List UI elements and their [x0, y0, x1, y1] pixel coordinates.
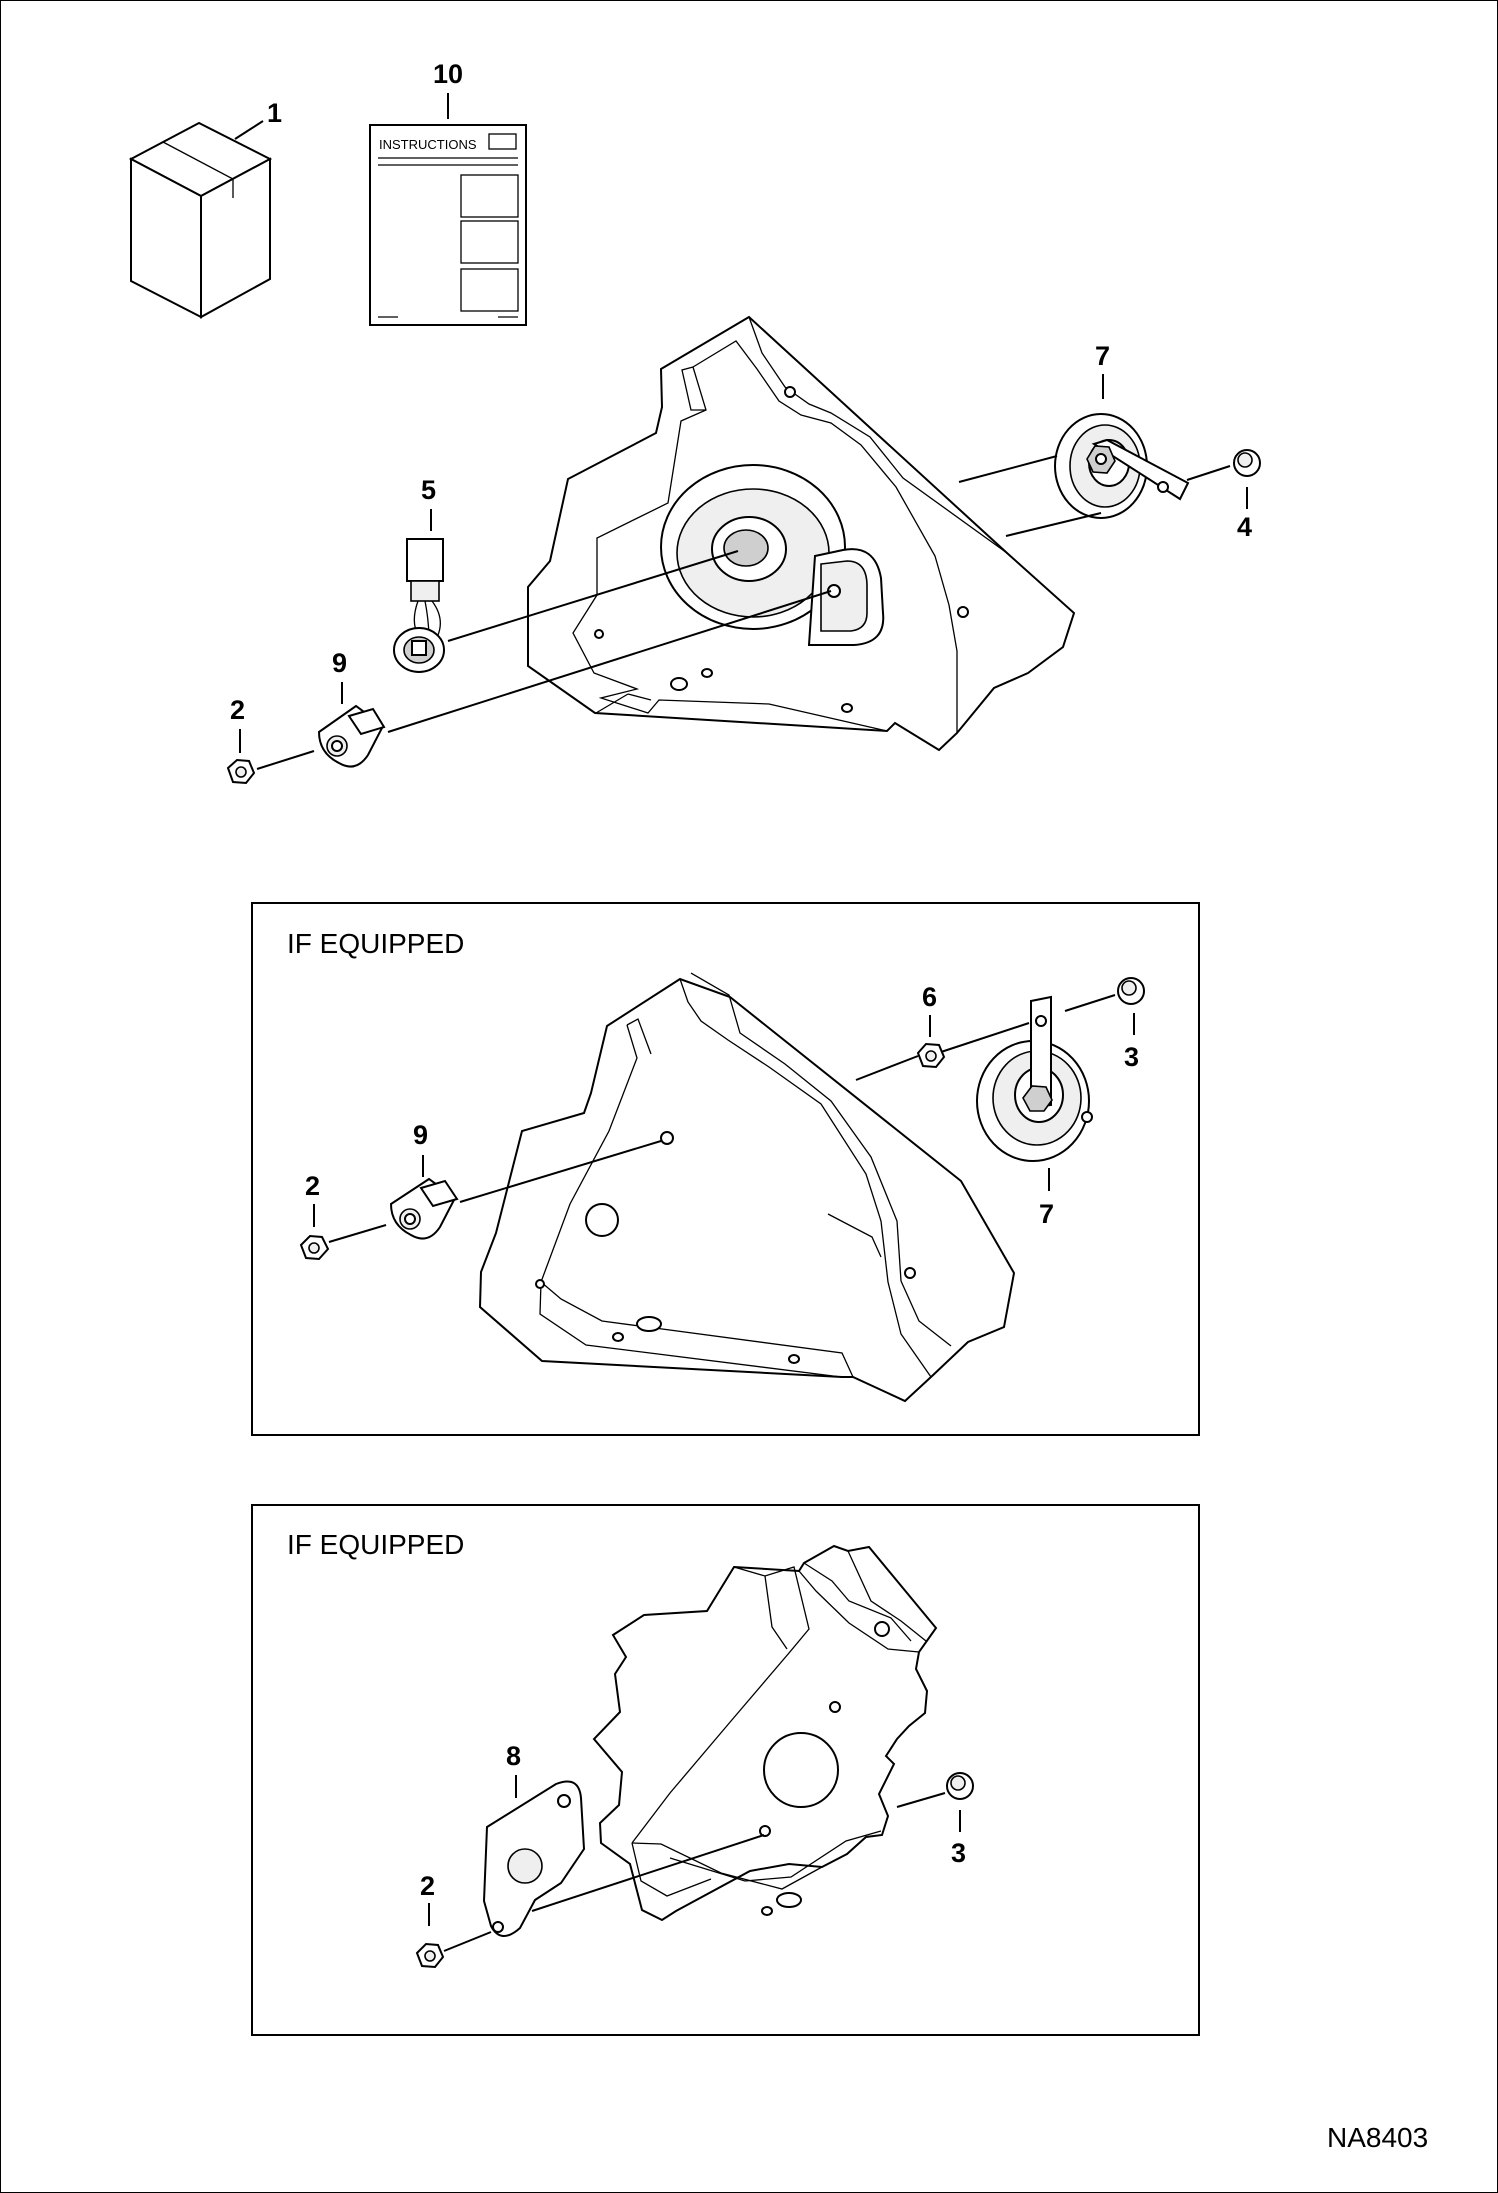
bracket-part-panel-2	[592, 1544, 938, 1922]
panel-2-title: IF EQUIPPED	[287, 1529, 464, 1560]
callout-7-top: 7	[1095, 341, 1110, 371]
clip-part-panel-1	[389, 1177, 459, 1240]
if-equipped-panel-2	[251, 1504, 1200, 2036]
callout-3-panel-1: 3	[1124, 1042, 1139, 1072]
instructions-heading: INSTRUCTIONS	[379, 137, 477, 152]
harness-connector-part	[393, 538, 445, 673]
callout-7-panel-1: 7	[1039, 1199, 1054, 1229]
assembly-line-item-6	[940, 1022, 1030, 1053]
panel-1-title: IF EQUIPPED	[287, 928, 464, 959]
callout-6: 6	[922, 982, 937, 1012]
assembly-line-item-5	[447, 550, 739, 642]
mounting-plate-part	[482, 1780, 586, 1937]
main-mounting-bracket	[527, 315, 1076, 752]
hex-nut-part-panel-2	[415, 1942, 445, 1969]
assembly-line-horn-lower	[1005, 512, 1102, 537]
callout-2-panel-2: 2	[420, 1871, 435, 1901]
assembly-line-item-2-top	[256, 750, 315, 770]
assembly-line-item-4	[1186, 465, 1231, 481]
instruction-sheet-part: INSTRUCTIONS	[369, 124, 527, 326]
horn-part-top	[1054, 413, 1190, 519]
callout-2-top: 2	[230, 695, 245, 725]
callout-2-panel-1: 2	[305, 1171, 320, 1201]
callout-5: 5	[421, 475, 436, 505]
leader-1	[234, 120, 264, 140]
flange-nut-part-item-3-panel-2	[946, 1772, 974, 1800]
assembly-line-panel1-horn-left	[855, 1055, 919, 1081]
flange-nut-part-item-4	[1233, 449, 1261, 477]
callout-3-panel-2: 3	[951, 1838, 966, 1868]
callout-10: 10	[433, 59, 463, 89]
assembly-line-horn-upper	[958, 455, 1058, 483]
assembly-line-item-8	[531, 1834, 765, 1912]
callout-1: 1	[267, 98, 282, 128]
hex-nut-part-top	[226, 758, 256, 785]
hex-nut-part-item-6	[916, 1042, 946, 1069]
assembly-line-item-3-panel-1	[1064, 994, 1116, 1012]
bracket-part-panel-1	[478, 972, 1016, 1403]
assembly-line-item-3-panel-2	[896, 1792, 946, 1808]
drawing-code: NA8403	[1327, 2122, 1428, 2153]
callout-9-panel-1: 9	[413, 1120, 428, 1150]
kit-box-part	[128, 121, 273, 319]
assembly-line-item-2-panel-2	[443, 1931, 492, 1952]
flange-nut-part-item-3-panel-1	[1117, 977, 1145, 1005]
hex-nut-part-panel-1	[299, 1234, 330, 1261]
clip-part-top	[317, 704, 386, 768]
assembly-line-item-9-top	[387, 590, 832, 733]
callout-9-top: 9	[332, 648, 347, 678]
assembly-line-item-9-panel-1	[459, 1140, 662, 1203]
callout-4: 4	[1237, 512, 1252, 542]
horn-part-panel-1	[976, 995, 1093, 1162]
assembly-line-item-2-panel-1	[328, 1224, 387, 1243]
callout-8: 8	[506, 1741, 521, 1771]
if-equipped-panel-1	[251, 902, 1200, 1436]
